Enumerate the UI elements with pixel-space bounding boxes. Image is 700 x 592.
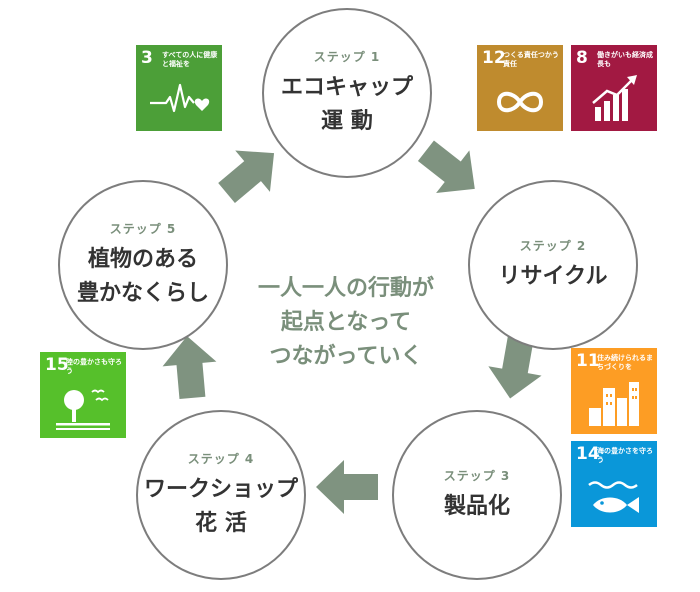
arrow-step5-to-step1: [218, 150, 275, 203]
step-4-label: ステップ 4: [187, 451, 255, 466]
step-5-title-line2: 豊かなくらし: [76, 280, 209, 306]
growth-chart-icon: [592, 75, 637, 121]
tree-birds-icon: [56, 389, 110, 430]
arrow-step2-to-step3: [488, 335, 542, 399]
sdg-goal-15-text: 陸の豊かさも守ろう: [66, 358, 122, 375]
step-1-label: ステップ 1: [313, 49, 381, 64]
sdg-goal-12-text: つくる責任つかう責任: [503, 51, 559, 68]
arrow-step4-to-step5: [162, 336, 217, 400]
step-4-title-line2: 花 活: [195, 510, 247, 536]
sdg-goal-14-tile: 14 海の豊かさを守ろう: [571, 441, 657, 527]
step-3-circle: ステップ 3 製品化: [392, 410, 562, 580]
step-1-title-line2: 運 動: [321, 108, 373, 134]
sdg-goal-14-number: 14: [576, 444, 600, 464]
step-4-circle: ステップ 4 ワークショップ 花 活: [136, 410, 306, 580]
center-message-line2: 起点となって: [280, 310, 412, 335]
center-message: 一人一人の行動が 起点となって つながっていく: [228, 272, 464, 374]
sdg-goal-14-text: 海の豊かさを守ろう: [597, 447, 653, 464]
step-2-title-line1: リサイクル: [498, 263, 608, 289]
sdg-goal-3-text: すべての人に健康と福祉を: [162, 51, 218, 68]
sdg-goal-15-number: 15: [45, 355, 69, 375]
fish-waves-icon: [588, 481, 639, 513]
step-3-label: ステップ 3: [443, 468, 511, 483]
step-5-label: ステップ 5: [109, 221, 177, 236]
sdg-goal-3-tile: 3 すべての人に健康と福祉を: [136, 45, 222, 131]
arrow-step3-to-step4: [316, 460, 378, 514]
center-message-line1: 一人一人の行動が: [257, 276, 434, 301]
sdg-goal-12-tile: 12 つくる責任つかう責任: [477, 45, 563, 131]
sdg-goal-8-text: 働きがいも経済成長も: [597, 51, 653, 68]
step-4-title-line1: ワークショップ: [143, 476, 298, 502]
sdg-goal-8-tile: 8 働きがいも経済成長も: [571, 45, 657, 131]
step-1-circle: ステップ 1 エコキャップ 運 動: [262, 8, 432, 178]
step-2-label: ステップ 2: [519, 238, 587, 253]
sdg-goal-3-number: 3: [141, 48, 153, 68]
sdg-goal-15-tile: 15 陸の豊かさも守ろう: [40, 352, 126, 438]
sdg-goal-12-number: 12: [482, 48, 506, 68]
heartbeat-icon: [150, 83, 210, 113]
step-3-title-line1: 製品化: [443, 493, 510, 519]
sdg-goal-8-number: 8: [576, 48, 588, 68]
sdg-goal-11-text: 住み続けられるまちづくりを: [597, 354, 653, 371]
step-5-circle: ステップ 5 植物のある 豊かなくらし: [58, 180, 228, 350]
step-1-title-line1: エコキャップ: [280, 74, 413, 100]
sdg-goal-11-tile: 11 住み続けられるまちづくりを: [571, 348, 657, 434]
infinity-icon: [496, 91, 544, 113]
step-5-title-line1: 植物のある: [87, 246, 198, 272]
arrow-step1-to-step2: [417, 140, 475, 193]
center-message-line3: つながっていく: [269, 344, 423, 369]
city-buildings-icon: [589, 382, 639, 426]
sdg-goal-11-number: 11: [576, 351, 600, 371]
step-2-circle: ステップ 2 リサイクル: [468, 180, 638, 350]
